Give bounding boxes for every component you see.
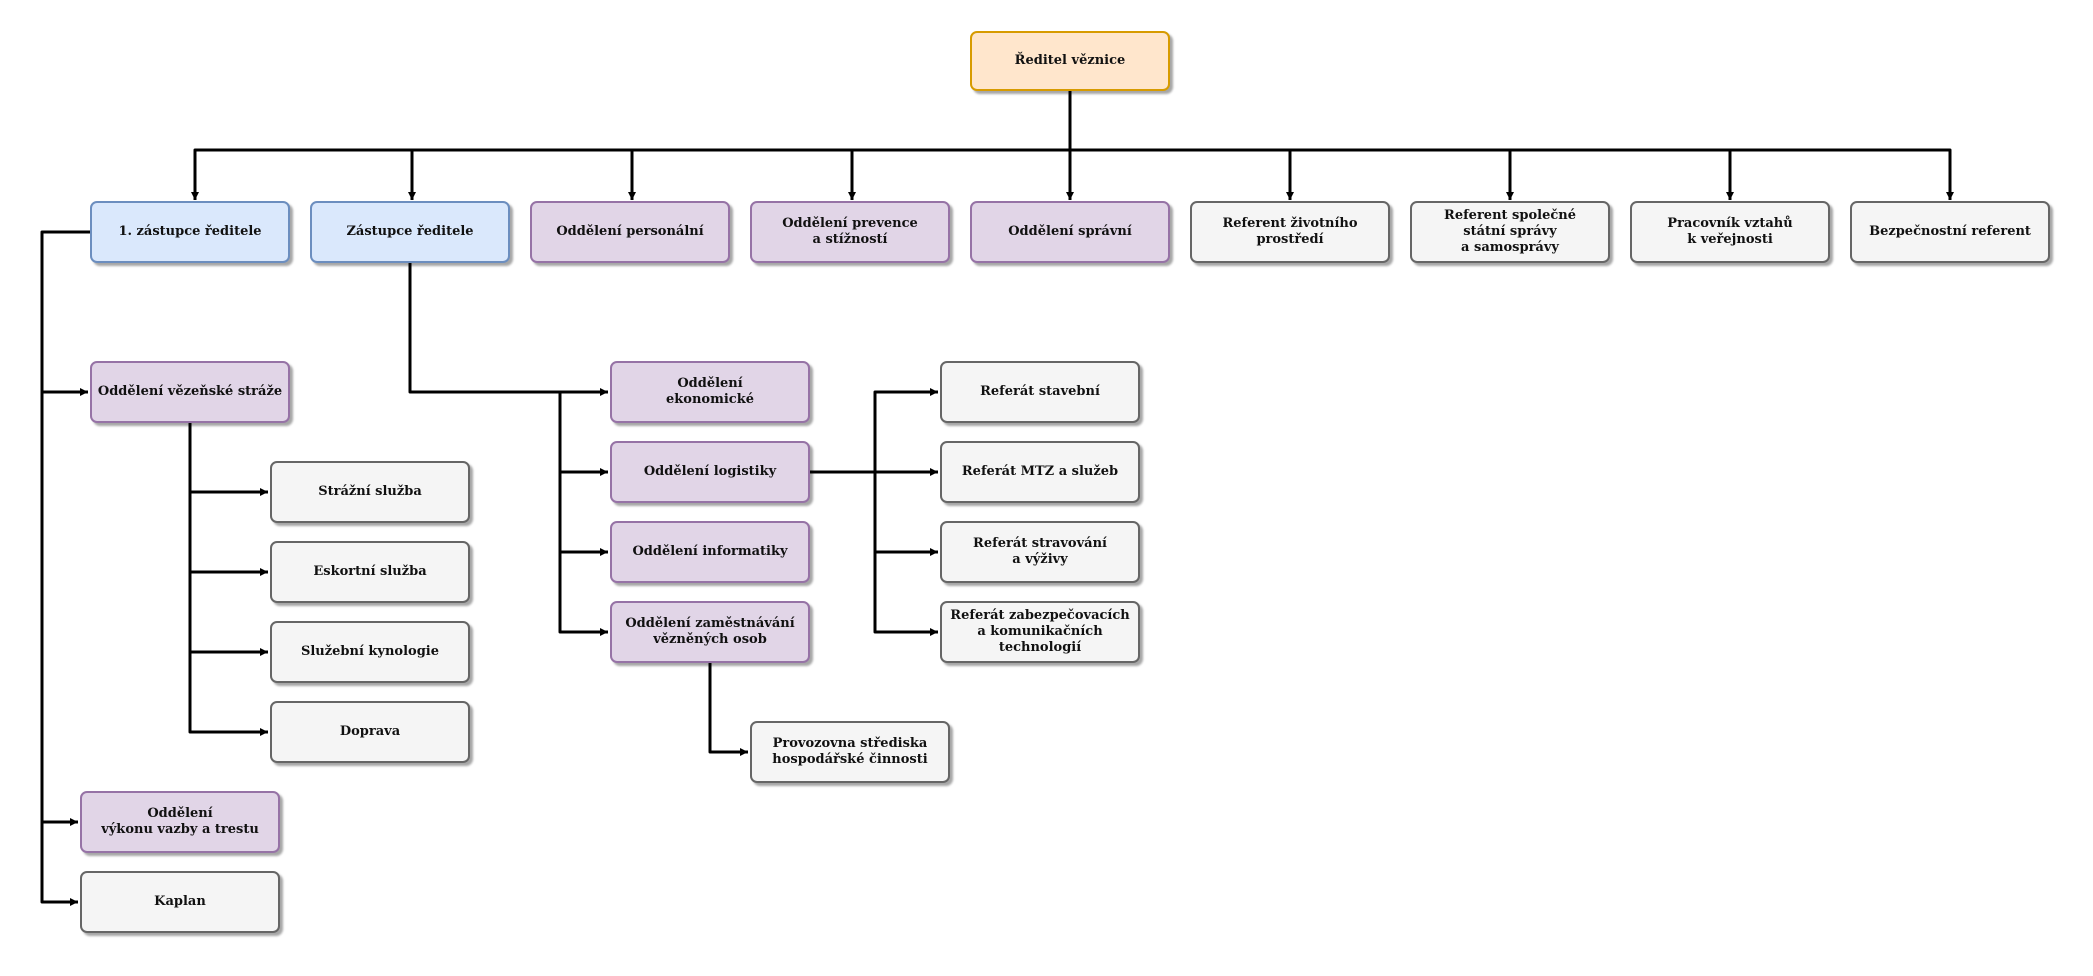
node-provozovna: Provozovna střediska hospodářské činnost… [750, 721, 950, 783]
edge-logistiky-stravovani [873, 472, 938, 556]
edge-reditel-prevence [848, 148, 1070, 200]
edge-straz-doprava [188, 652, 268, 736]
edge-reditel-zast [408, 148, 1070, 200]
node-kaplan: Kaplan [80, 871, 280, 933]
node-mtz: Referát MTZ a služeb [940, 441, 1140, 503]
node-prevence: Oddělení prevence a stížností [750, 201, 950, 263]
node-eskortni: Eskortní služba [270, 541, 470, 603]
edge-straz-kynologie [188, 572, 268, 656]
node-vztahy: Pracovník vztahů k veřejnosti [1630, 201, 1830, 263]
node-zivprostredi: Referent životního prostředí [1190, 201, 1390, 263]
node-strazni: Strážní služba [270, 461, 470, 523]
edge-zamestnavani-provozovna [708, 663, 748, 756]
node-zast: Zástupce ředitele [310, 201, 510, 263]
edge-reditel-bezpecnost [1070, 148, 1954, 200]
node-stravovani: Referát stravování a výživy [940, 521, 1140, 583]
edge-zast-logistiky [410, 390, 608, 476]
edge-reditel-zivprostredi [1070, 148, 1294, 200]
edge-logistiky-zabezpecovaci [873, 552, 938, 636]
node-personalni: Oddělení personální [530, 201, 730, 263]
node-doprava: Doprava [270, 701, 470, 763]
edge-reditel-vztahy [1070, 148, 1734, 200]
node-kynologie: Služební kynologie [270, 621, 470, 683]
node-spravni: Oddělení správní [970, 201, 1170, 263]
edge-straz-eskortni [188, 492, 268, 576]
node-bezpecnost: Bezpečnostní referent [1850, 201, 2050, 263]
edge-zast-zamestnavani [558, 552, 608, 636]
edge-zast1-vykon [40, 392, 78, 826]
edge-zast1-kaplan [40, 822, 78, 906]
node-straz: Oddělení vězeňské stráže [90, 361, 290, 423]
node-vykon: Oddělení výkonu vazby a trestu [80, 791, 280, 853]
edge-straz-strazni [188, 423, 268, 496]
node-spolecne: Referent společné státní správy a samosp… [1410, 201, 1610, 263]
node-zabezpecovaci: Referát zabezpečovacích a komunikačních … [940, 601, 1140, 663]
edge-zast1-straz [40, 230, 90, 396]
node-reditel: Ředitel věznice [970, 31, 1170, 91]
node-zast1: 1. zástupce ředitele [90, 201, 290, 263]
node-zamestnavani: Oddělení zaměstnávání vězněných osob [610, 601, 810, 663]
edge-zast-ekonomicke [408, 263, 608, 396]
node-ekonomicke: Oddělení ekonomické [610, 361, 810, 423]
node-informatiky: Oddělení informatiky [610, 521, 810, 583]
edge-logistiky-stavebni [810, 388, 938, 474]
node-logistiky: Oddělení logistiky [610, 441, 810, 503]
edge-zast-informatiky [558, 472, 608, 556]
node-stavebni: Referát stavební [940, 361, 1140, 423]
